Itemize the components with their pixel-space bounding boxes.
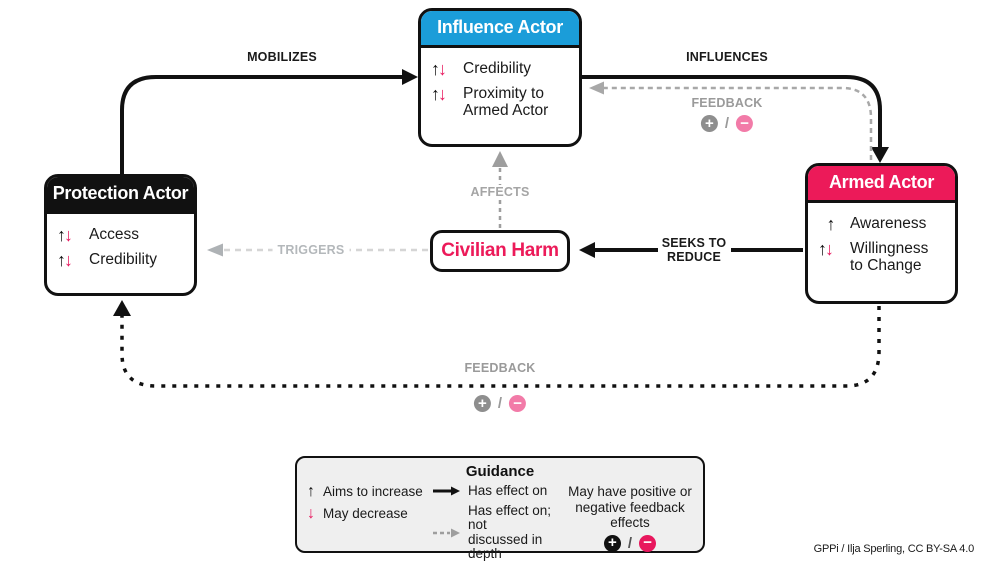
influences-label: INFLUENCES [686, 50, 768, 64]
guidance-col-feedback: May have positive or negative feedback e… [567, 484, 693, 552]
plus-circle-icon: + [473, 395, 491, 412]
mobilizes-label: MOBILIZES [247, 50, 317, 64]
up-down-arrows: ↑↓ [57, 226, 81, 244]
plus-circle-icon: + [700, 115, 718, 132]
feedback-top-arrowhead-icon [589, 81, 604, 95]
down-arrow-icon: ↓ [825, 239, 834, 259]
feedback-legend-signs: + / − [567, 534, 693, 552]
guidance-title: Guidance [465, 463, 535, 480]
node-item: ↑ Awareness [818, 215, 949, 233]
influence-actor-body: ↑↓ Credibility ↑↓ Proximity to Armed Act… [421, 48, 579, 133]
node-item: ↑↓ Willingness to Change [818, 240, 949, 275]
down-arrow-icon: ↓ [438, 84, 447, 104]
legend-label: Has effect on [468, 483, 548, 498]
seeks-label: SEEKS TO REDUCE [662, 236, 727, 265]
node-item: ↑↓ Proximity to Armed Actor [431, 85, 573, 120]
armed-actor-body: ↑ Awareness ↑↓ Willingness to Change [808, 203, 955, 288]
up-down-arrows: ↑↓ [57, 251, 81, 269]
up-down-arrows: ↑↓ [818, 240, 842, 275]
feedback-top-edge [604, 86, 873, 160]
slash: / [724, 115, 730, 132]
up-arrow-icon: ↑ [57, 250, 66, 270]
plus-circle-icon: + [603, 534, 621, 552]
minus-circle-icon: − [639, 534, 657, 552]
mobilizes-arrowhead-icon [402, 69, 418, 85]
protection-actor-body: ↑↓ Access ↑↓ Credibility [47, 214, 194, 282]
guidance-col-arrows: ↑ Aims to increase ↓ May decrease [307, 484, 432, 528]
up-arrow-icon: ↑ [307, 483, 315, 500]
up-arrow-icon: ↑ [818, 239, 827, 259]
legend-label-line2: discussed in depth [468, 531, 543, 561]
feedback-bottom-arrowhead-icon [113, 300, 131, 316]
up-arrow-icon: ↑ [57, 225, 66, 245]
feedback-bottom-signs: + / − [473, 395, 527, 412]
up-arrow-icon: ↑ [431, 84, 440, 104]
minus-circle-icon: − [509, 395, 527, 412]
feedback-top-signs: + / − [700, 115, 754, 132]
down-arrow-icon: ↓ [438, 59, 447, 79]
feedback-legend-line1: May have positive or [568, 484, 692, 499]
affects-arrowhead-icon [492, 151, 508, 167]
up-arrow-icon: ↑ [431, 59, 440, 79]
solid-arrow-icon [433, 486, 460, 496]
down-arrow-icon: ↓ [307, 505, 315, 522]
civilian-harm-label: Civilian Harm [441, 240, 559, 261]
minus-circle-icon: − [736, 115, 754, 132]
node-armed-actor[interactable]: Armed Actor ↑ Awareness ↑↓ Willingness t… [805, 163, 958, 304]
influences-edge [582, 75, 882, 147]
influences-arrowhead-icon [871, 147, 889, 163]
armed-actor-header: Armed Actor [808, 166, 955, 203]
triggers-label: TRIGGERS [272, 243, 350, 257]
up-arrow-only: ↑ [818, 215, 842, 233]
affects-label: AFFECTS [467, 185, 533, 199]
legend-item: ↑ Aims to increase [307, 484, 432, 500]
legend-label-line1: Has effect on; not [468, 503, 552, 533]
up-down-arrows: ↑↓ [431, 85, 455, 120]
node-item-label: Proximity to Armed Actor [463, 85, 549, 120]
feedback-legend-text: May have positive or negative feedback e… [567, 484, 693, 531]
mobilizes-edge [120, 75, 402, 176]
feedback-top-label: FEEDBACK [691, 96, 763, 110]
node-item-label: Credibility [89, 251, 158, 268]
influence-actor-header: Influence Actor [421, 11, 579, 48]
node-item-label: Credibility [463, 60, 532, 77]
legend-label: Aims to increase [323, 483, 423, 499]
node-item-label: Willingness to Change [850, 240, 929, 275]
seeks-label-line2: REDUCE [667, 250, 721, 265]
protection-actor-header: Protection Actor [47, 177, 194, 214]
dashed-arrow-icon [433, 528, 460, 538]
node-item: ↑↓ Access [57, 226, 188, 244]
node-protection-actor[interactable]: Protection Actor ↑↓ Access ↑↓ Credibilit… [44, 174, 197, 296]
legend-label: May decrease [323, 505, 408, 521]
legend-item: Has effect on [432, 483, 567, 498]
guidance-columns: ↑ Aims to increase ↓ May decrease Has ef… [307, 483, 693, 563]
node-civilian-harm[interactable]: Civilian Harm [430, 230, 570, 272]
node-item: ↑↓ Credibility [431, 60, 573, 78]
node-influence-actor[interactable]: Influence Actor ↑↓ Credibility ↑↓ Proxim… [418, 8, 582, 147]
down-arrow-icon: ↓ [64, 250, 73, 270]
down-arrow-icon: ↓ [64, 225, 73, 245]
guidance-legend: Guidance ↑ Aims to increase ↓ May decrea… [295, 456, 705, 560]
node-item: ↑↓ Credibility [57, 251, 188, 269]
up-arrow-icon: ↑ [826, 214, 836, 234]
node-item-label: Awareness [850, 215, 927, 232]
node-item-label: Access [89, 226, 139, 243]
feedback-legend-line2: negative feedback effects [575, 499, 685, 531]
up-down-arrows: ↑↓ [431, 60, 455, 78]
triggers-arrowhead-icon [207, 243, 223, 257]
legend-item: ↓ May decrease [307, 506, 432, 522]
seeks-label-line1: SEEKS TO [661, 236, 727, 250]
seeks-arrowhead-icon [579, 242, 595, 258]
slash: / [627, 534, 633, 552]
attribution-text: GPPi / Ilja Sperling, CC BY-SA 4.0 [813, 543, 975, 555]
feedback-bottom-label: FEEDBACK [464, 361, 536, 375]
slash: / [497, 395, 503, 412]
